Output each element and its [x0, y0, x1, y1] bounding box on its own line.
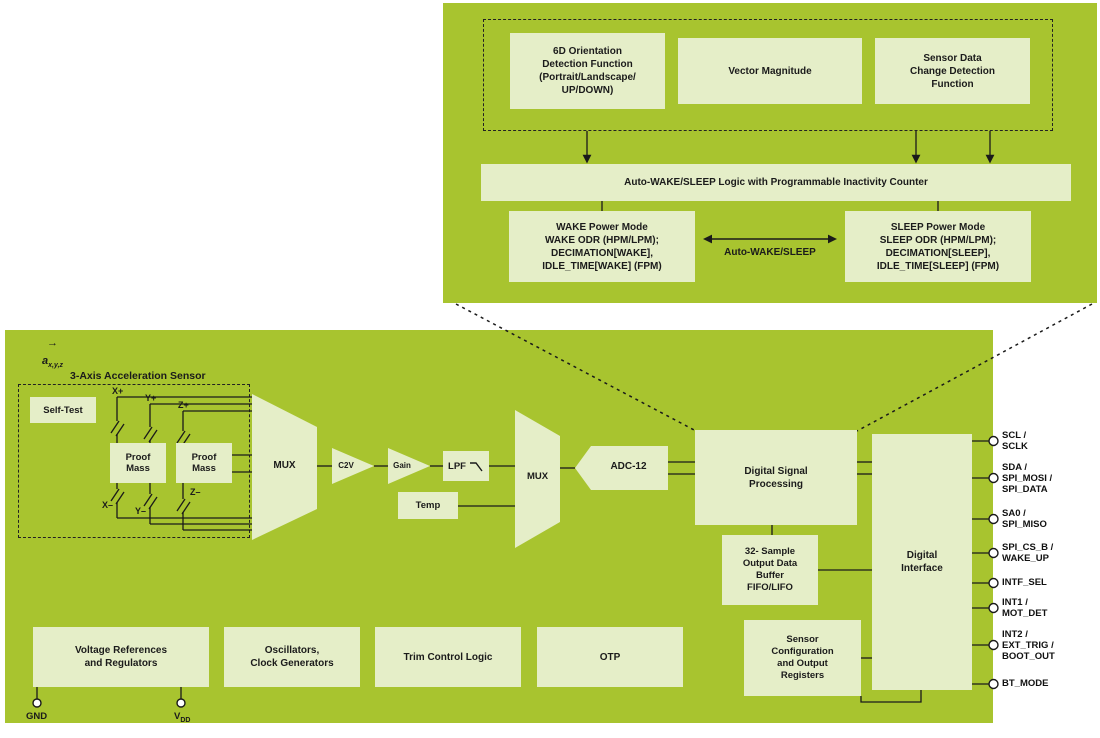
electrode-label-x-minus: X– [102, 500, 114, 510]
wake-power-mode-box: WAKE Power Mode WAKE ODR (HPM/LPM); DECI… [509, 211, 695, 282]
self-test-box: Self-Test [30, 397, 96, 423]
inset-dashed-group-box [483, 19, 1053, 131]
mux1-label: MUX [273, 460, 296, 471]
pin-label-intf-sel: INTF_SEL [1002, 577, 1047, 588]
oscillators-box: Oscillators, Clock Generators [224, 627, 360, 687]
c2v-label: C2V [338, 461, 354, 470]
pin-label-int1: INT1 / MOT_DET [1002, 597, 1048, 619]
vector-arrow-icon: → [47, 337, 59, 349]
electrode-label-x-plus: X+ [112, 386, 124, 396]
gain-label: Gain [393, 461, 411, 470]
sensor-section-title: 3-Axis Acceleration Sensor [70, 370, 206, 382]
accel-vector-label: → ax,y,z [42, 331, 63, 380]
digital-interface-box: Digital Interface [872, 434, 972, 690]
pin-label-spi-cs: SPI_CS_B / WAKE_UP [1002, 542, 1054, 564]
lpf-label: LPF [448, 460, 466, 472]
otp-box: OTP [537, 627, 683, 687]
lpf-box: LPF [443, 451, 489, 481]
pin-label-sa0: SA0 / SPI_MISO [1002, 508, 1047, 530]
adc12-label: ADC-12 [610, 461, 647, 472]
electrode-label-y-plus: Y+ [145, 393, 157, 403]
sleep-power-mode-box: SLEEP Power Mode SLEEP ODR (HPM/LPM); DE… [845, 211, 1031, 282]
pin-label-sda: SDA / SPI_MOSI / SPI_DATA [1002, 462, 1053, 495]
voltage-references-box: Voltage References and Regulators [33, 627, 209, 687]
sensor-config-box: Sensor Configuration and Output Register… [744, 620, 861, 696]
orientation-detection-box: 6D Orientation Detection Function (Portr… [510, 33, 665, 109]
electrode-label-z-plus: Z+ [178, 400, 189, 410]
sensor-data-change-box: Sensor Data Change Detection Function [875, 38, 1030, 104]
mux2-label: MUX [526, 471, 549, 482]
pin-label-scl: SCL / SCLK [1002, 430, 1028, 452]
proof-mass-box-1: Proof Mass [110, 443, 166, 483]
gnd-label: GND [26, 711, 48, 722]
dsp-box: Digital Signal Processing [695, 430, 857, 525]
sensor-dashed-box [18, 384, 250, 538]
vdd-label: VDD [174, 711, 191, 724]
electrode-label-y-minus: Y– [135, 506, 147, 516]
lowpass-filter-icon [469, 462, 483, 472]
fifo-buffer-box: 32- Sample Output Data Buffer FIFO/LIFO [722, 535, 818, 605]
pin-label-bt-mode: BT_MODE [1002, 678, 1049, 689]
autowake-sleep-logic-box: Auto-WAKE/SLEEP Logic with Programmable … [481, 164, 1071, 201]
vector-magnitude-box: Vector Magnitude [678, 38, 862, 104]
pin-label-int2: INT2 / EXT_TRIG / BOOT_OUT [1002, 629, 1055, 662]
accel-vector-symbol: ax,y,z [42, 355, 64, 370]
trim-control-box: Trim Control Logic [375, 627, 521, 687]
autowake-sleep-arrow-label: Auto-WAKE/SLEEP [724, 247, 816, 258]
electrode-label-z-minus: Z– [190, 487, 201, 497]
proof-mass-box-2: Proof Mass [176, 443, 232, 483]
temp-box: Temp [398, 492, 458, 519]
